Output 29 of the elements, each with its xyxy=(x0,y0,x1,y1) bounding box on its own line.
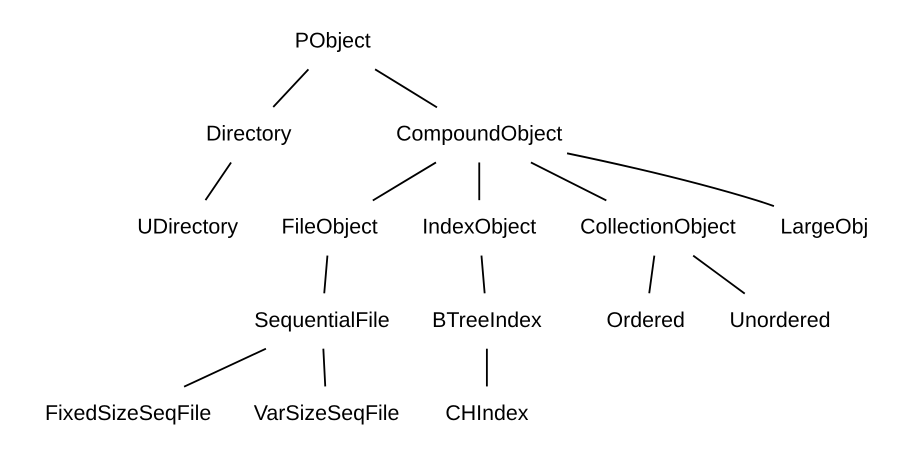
node-text: CHIndex xyxy=(445,400,528,425)
node-text: BTreeIndex xyxy=(432,308,542,332)
connector xyxy=(486,348,488,386)
node-text: VarSizeSeqFile xyxy=(254,400,400,425)
node-text: Directory xyxy=(206,122,292,146)
connector xyxy=(323,256,328,294)
connector xyxy=(648,255,656,294)
connector xyxy=(480,256,486,294)
node-text: LargeObj xyxy=(780,214,868,239)
node-text: PObject xyxy=(294,28,371,52)
connector xyxy=(372,162,436,202)
connector xyxy=(272,68,310,108)
node-text: FixedSizeSeqFile xyxy=(45,400,212,425)
node-text: CompoundObject xyxy=(396,122,562,146)
node-text: SequentialFile xyxy=(254,308,390,332)
connector xyxy=(566,152,774,207)
connector xyxy=(374,68,438,108)
connector xyxy=(184,348,266,388)
node-text: Ordered xyxy=(606,308,685,332)
connector xyxy=(204,162,232,201)
node-text: UDirectory xyxy=(137,214,238,239)
node-text: Unordered xyxy=(730,308,830,332)
node-text: FileObject xyxy=(282,214,378,239)
connector xyxy=(322,348,326,386)
node-text: CollectionObject xyxy=(580,214,736,239)
connector xyxy=(692,254,746,294)
connector xyxy=(530,162,607,202)
node-text: IndexObject xyxy=(422,214,536,239)
connector xyxy=(478,162,480,200)
